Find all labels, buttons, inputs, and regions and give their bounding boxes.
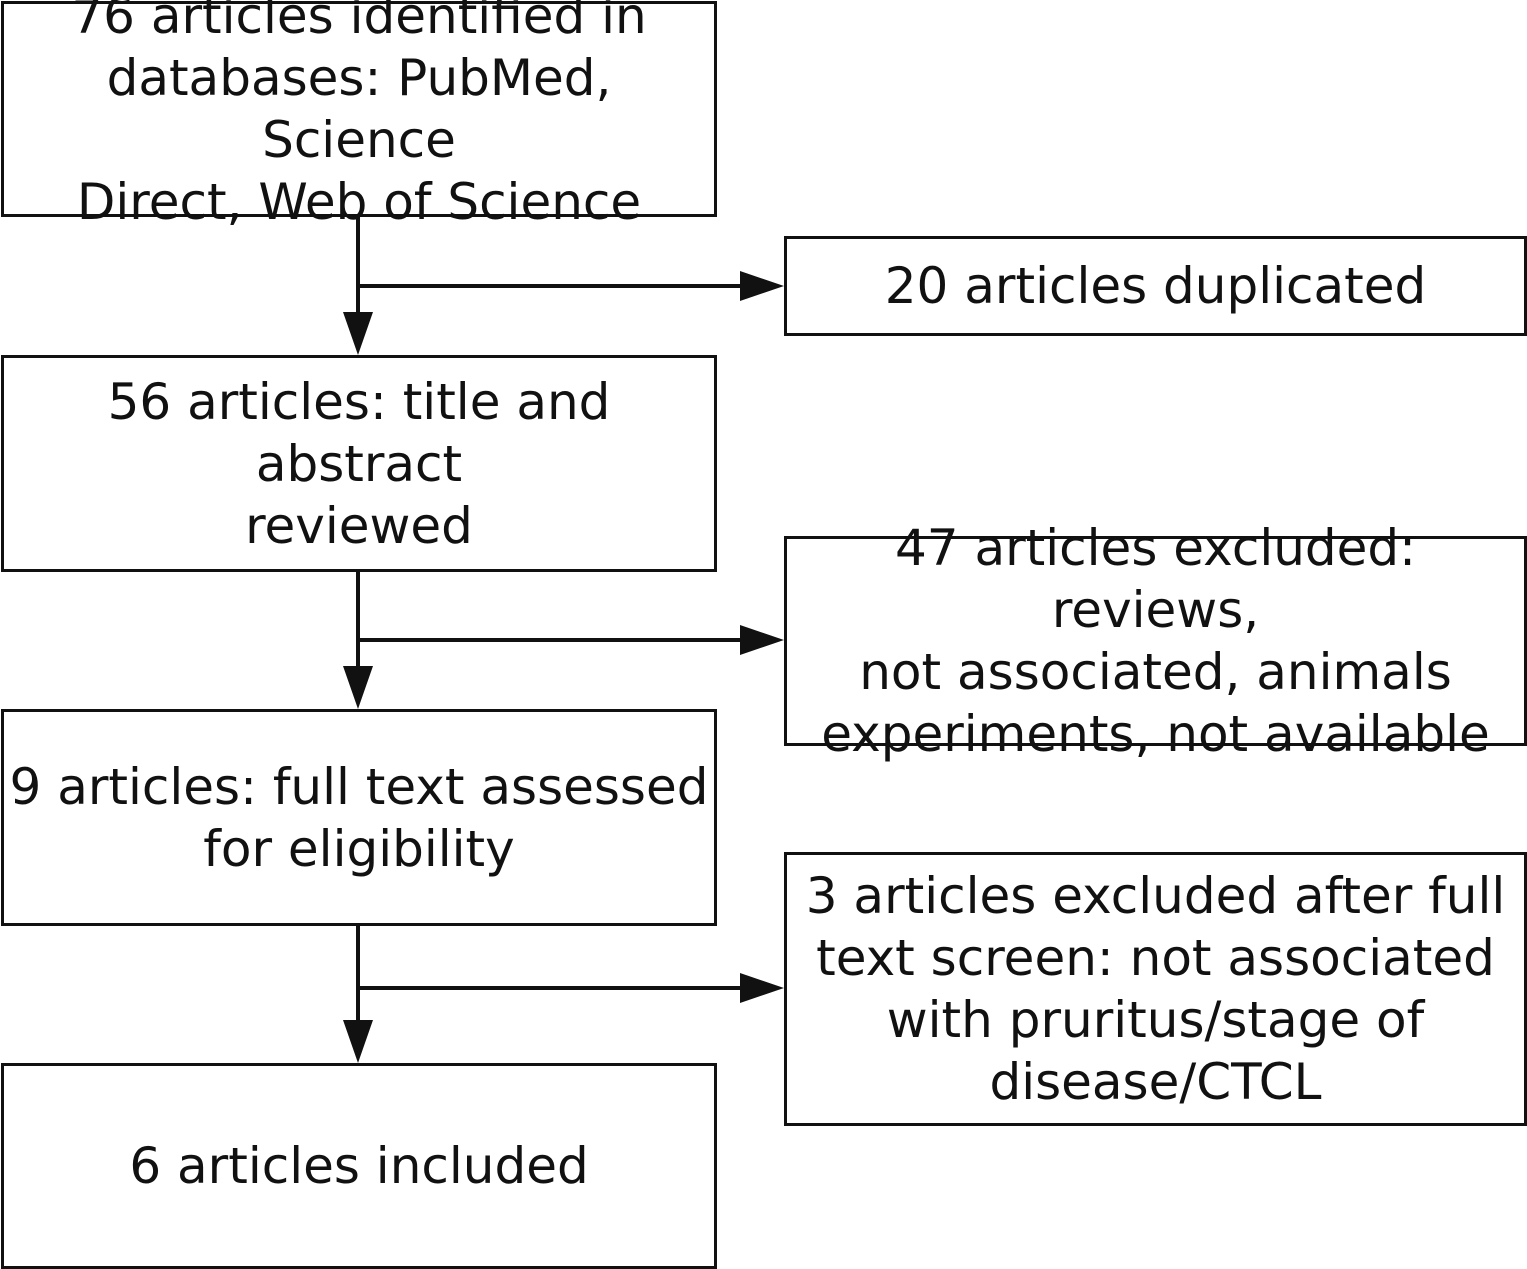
excluded-title-abstract-text: 47 articles excluded: reviews, not assoc… (821, 519, 1490, 763)
duplicated-box: 20 articles duplicated (784, 236, 1527, 336)
arrowhead-right-2 (740, 625, 784, 655)
arrowhead-down-1 (343, 312, 373, 355)
screened-box: 56 articles: title and abstract reviewed (1, 355, 717, 572)
full-text-box: 9 articles: full text assessed for eligi… (1, 709, 717, 926)
arrowhead-down-2 (343, 666, 373, 709)
screened-text: 56 articles: title and abstract reviewed (107, 372, 611, 555)
included-text: 6 articles included (129, 1137, 589, 1195)
duplicated-text: 20 articles duplicated (884, 257, 1427, 315)
included-box: 6 articles included (1, 1063, 717, 1269)
arrowhead-right-1 (740, 271, 784, 301)
identified-box: 76 articles identified in databases: Pub… (1, 0, 717, 231)
full-text-text: 9 articles: full text assessed for eligi… (9, 757, 709, 878)
identified-text: 76 articles identified in databases: Pub… (71, 0, 647, 231)
arrowhead-down-3 (343, 1020, 373, 1063)
excluded-title-abstract-box: 47 articles excluded: reviews, not assoc… (784, 519, 1527, 763)
excluded-full-text-box: 3 articles excluded after full text scre… (784, 852, 1527, 1126)
arrowhead-right-3 (740, 973, 784, 1003)
excluded-full-text-text: 3 articles excluded after full text scre… (805, 867, 1506, 1111)
